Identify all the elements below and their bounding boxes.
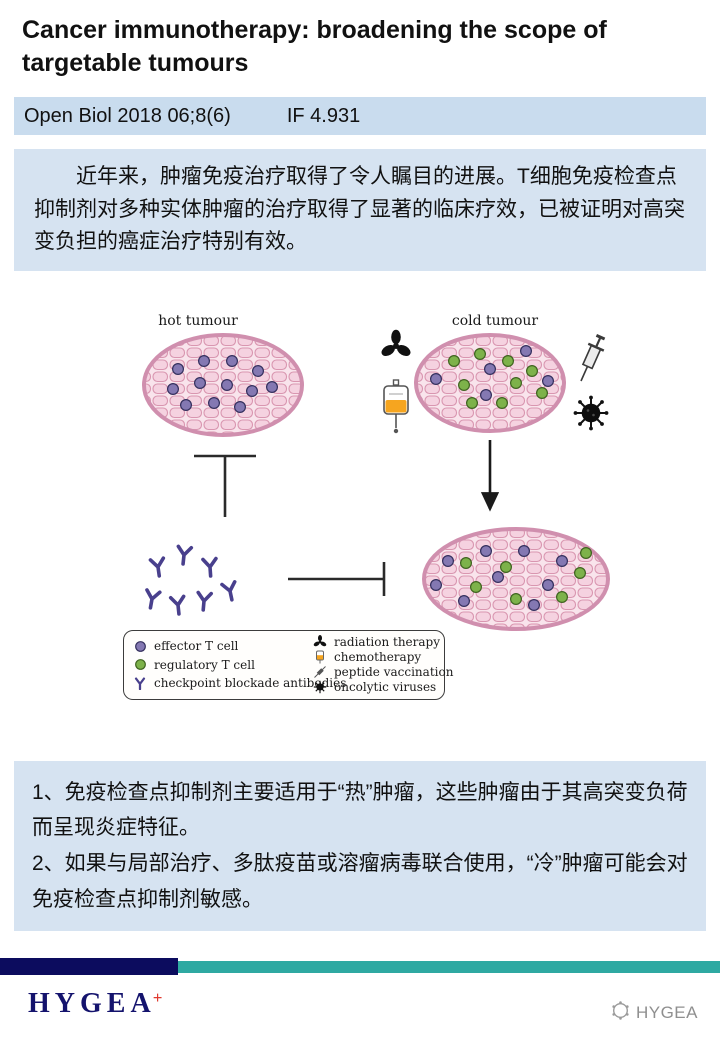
legend-label: checkpoint blockade antibodies bbox=[154, 676, 347, 691]
effector-t-cell-icon bbox=[132, 640, 148, 653]
legend-label: oncolytic viruses bbox=[334, 679, 437, 694]
hygea-logo-text: HYGEA bbox=[28, 988, 156, 1019]
syringe-icon-small bbox=[312, 665, 328, 679]
legend-item: effector T cell bbox=[132, 639, 312, 653]
legend-item: chemotherapy bbox=[312, 650, 453, 664]
tumour-figure-drawing bbox=[142, 329, 610, 631]
legend-label: effector T cell bbox=[154, 639, 239, 654]
legend-column-left: effector T cell regulatory T cell checkp… bbox=[132, 635, 346, 695]
watermark-text: HYGEA bbox=[635, 1003, 698, 1022]
hot-tumour-label: hot tumour bbox=[158, 312, 238, 329]
publication-bar: Open Biol 2018 06;8(6) IF 4.931 bbox=[14, 97, 706, 135]
hygea-logo: HYGEA+ bbox=[28, 988, 162, 1020]
virus-icon-small bbox=[312, 680, 328, 694]
figure-legend: effector T cell regulatory T cell checkp… bbox=[123, 629, 453, 700]
chemotherapy-icon-small bbox=[312, 650, 328, 664]
virus-icon bbox=[573, 395, 609, 431]
hygea-logo-plus: + bbox=[152, 988, 163, 1007]
legend-label: regulatory T cell bbox=[154, 657, 255, 672]
legend-item: checkpoint blockade antibodies bbox=[132, 676, 346, 691]
article-title: Cancer immunotherapy: broadening the sco… bbox=[22, 16, 607, 77]
legend-item: peptide vaccination bbox=[312, 665, 453, 679]
chemotherapy-icon bbox=[383, 378, 409, 433]
hygea-watermark: HYGEA bbox=[610, 1000, 698, 1026]
journal-citation: Open Biol 2018 06;8(6) bbox=[24, 104, 231, 127]
antibody-cluster bbox=[142, 544, 241, 617]
impact-factor: IF 4.931 bbox=[286, 104, 361, 127]
legend-column-right: radiation therapy chemotherapy peptide v… bbox=[312, 635, 453, 695]
summary-box: 1、免疫检查点抑制剂主要适用于“热”肿瘤，这些肿瘤由于其高突变负荷而呈现炎症特征… bbox=[14, 760, 706, 932]
syringe-icon bbox=[580, 333, 606, 381]
teal-bar bbox=[178, 961, 720, 973]
inhibition-arrow-up bbox=[194, 454, 256, 517]
regulatory-t-cell-icon bbox=[132, 658, 148, 671]
watermark-logo-icon bbox=[610, 1000, 631, 1026]
legend-item: regulatory T cell bbox=[132, 658, 312, 672]
legend-label: peptide vaccination bbox=[334, 665, 454, 680]
checkpoint-antibody-icon bbox=[132, 676, 148, 691]
summary-point-2: 2、如果与局部治疗、多肽疫苗或溶瘤病毒联合使用，“冷”肿瘤可能会对免疫检查点抑制… bbox=[32, 852, 688, 911]
cold-tumour-label: cold tumour bbox=[451, 312, 539, 329]
navy-bar bbox=[0, 958, 178, 975]
hot-tumour bbox=[142, 332, 304, 437]
abstract-text: 近年来，肿瘤免疫治疗取得了令人瞩目的进展。T细胞免疫检查点抑制剂对多种实体肿瘤的… bbox=[34, 165, 685, 254]
inhibition-arrow-right bbox=[288, 561, 386, 596]
legend-item: radiation therapy bbox=[312, 635, 453, 649]
footer-divider-bars bbox=[0, 958, 720, 976]
summary-point-1: 1、免疫检查点抑制剂主要适用于“热”肿瘤，这些肿瘤由于其高突变负荷而呈现炎症特征… bbox=[32, 780, 688, 840]
abstract-box: 近年来，肿瘤免疫治疗取得了令人瞩目的进展。T细胞免疫检查点抑制剂对多种实体肿瘤的… bbox=[14, 149, 706, 271]
radiation-icon-small bbox=[312, 635, 328, 649]
legend-item: oncolytic viruses bbox=[312, 680, 453, 694]
converted-tumour bbox=[422, 526, 610, 631]
cold-tumour bbox=[414, 332, 566, 433]
legend-label: chemotherapy bbox=[334, 650, 422, 665]
tumour-figure: hot tumour cold tumour effector T cell r… bbox=[118, 299, 628, 711]
radiation-icon bbox=[381, 329, 411, 356]
legend-label: radiation therapy bbox=[334, 635, 440, 650]
